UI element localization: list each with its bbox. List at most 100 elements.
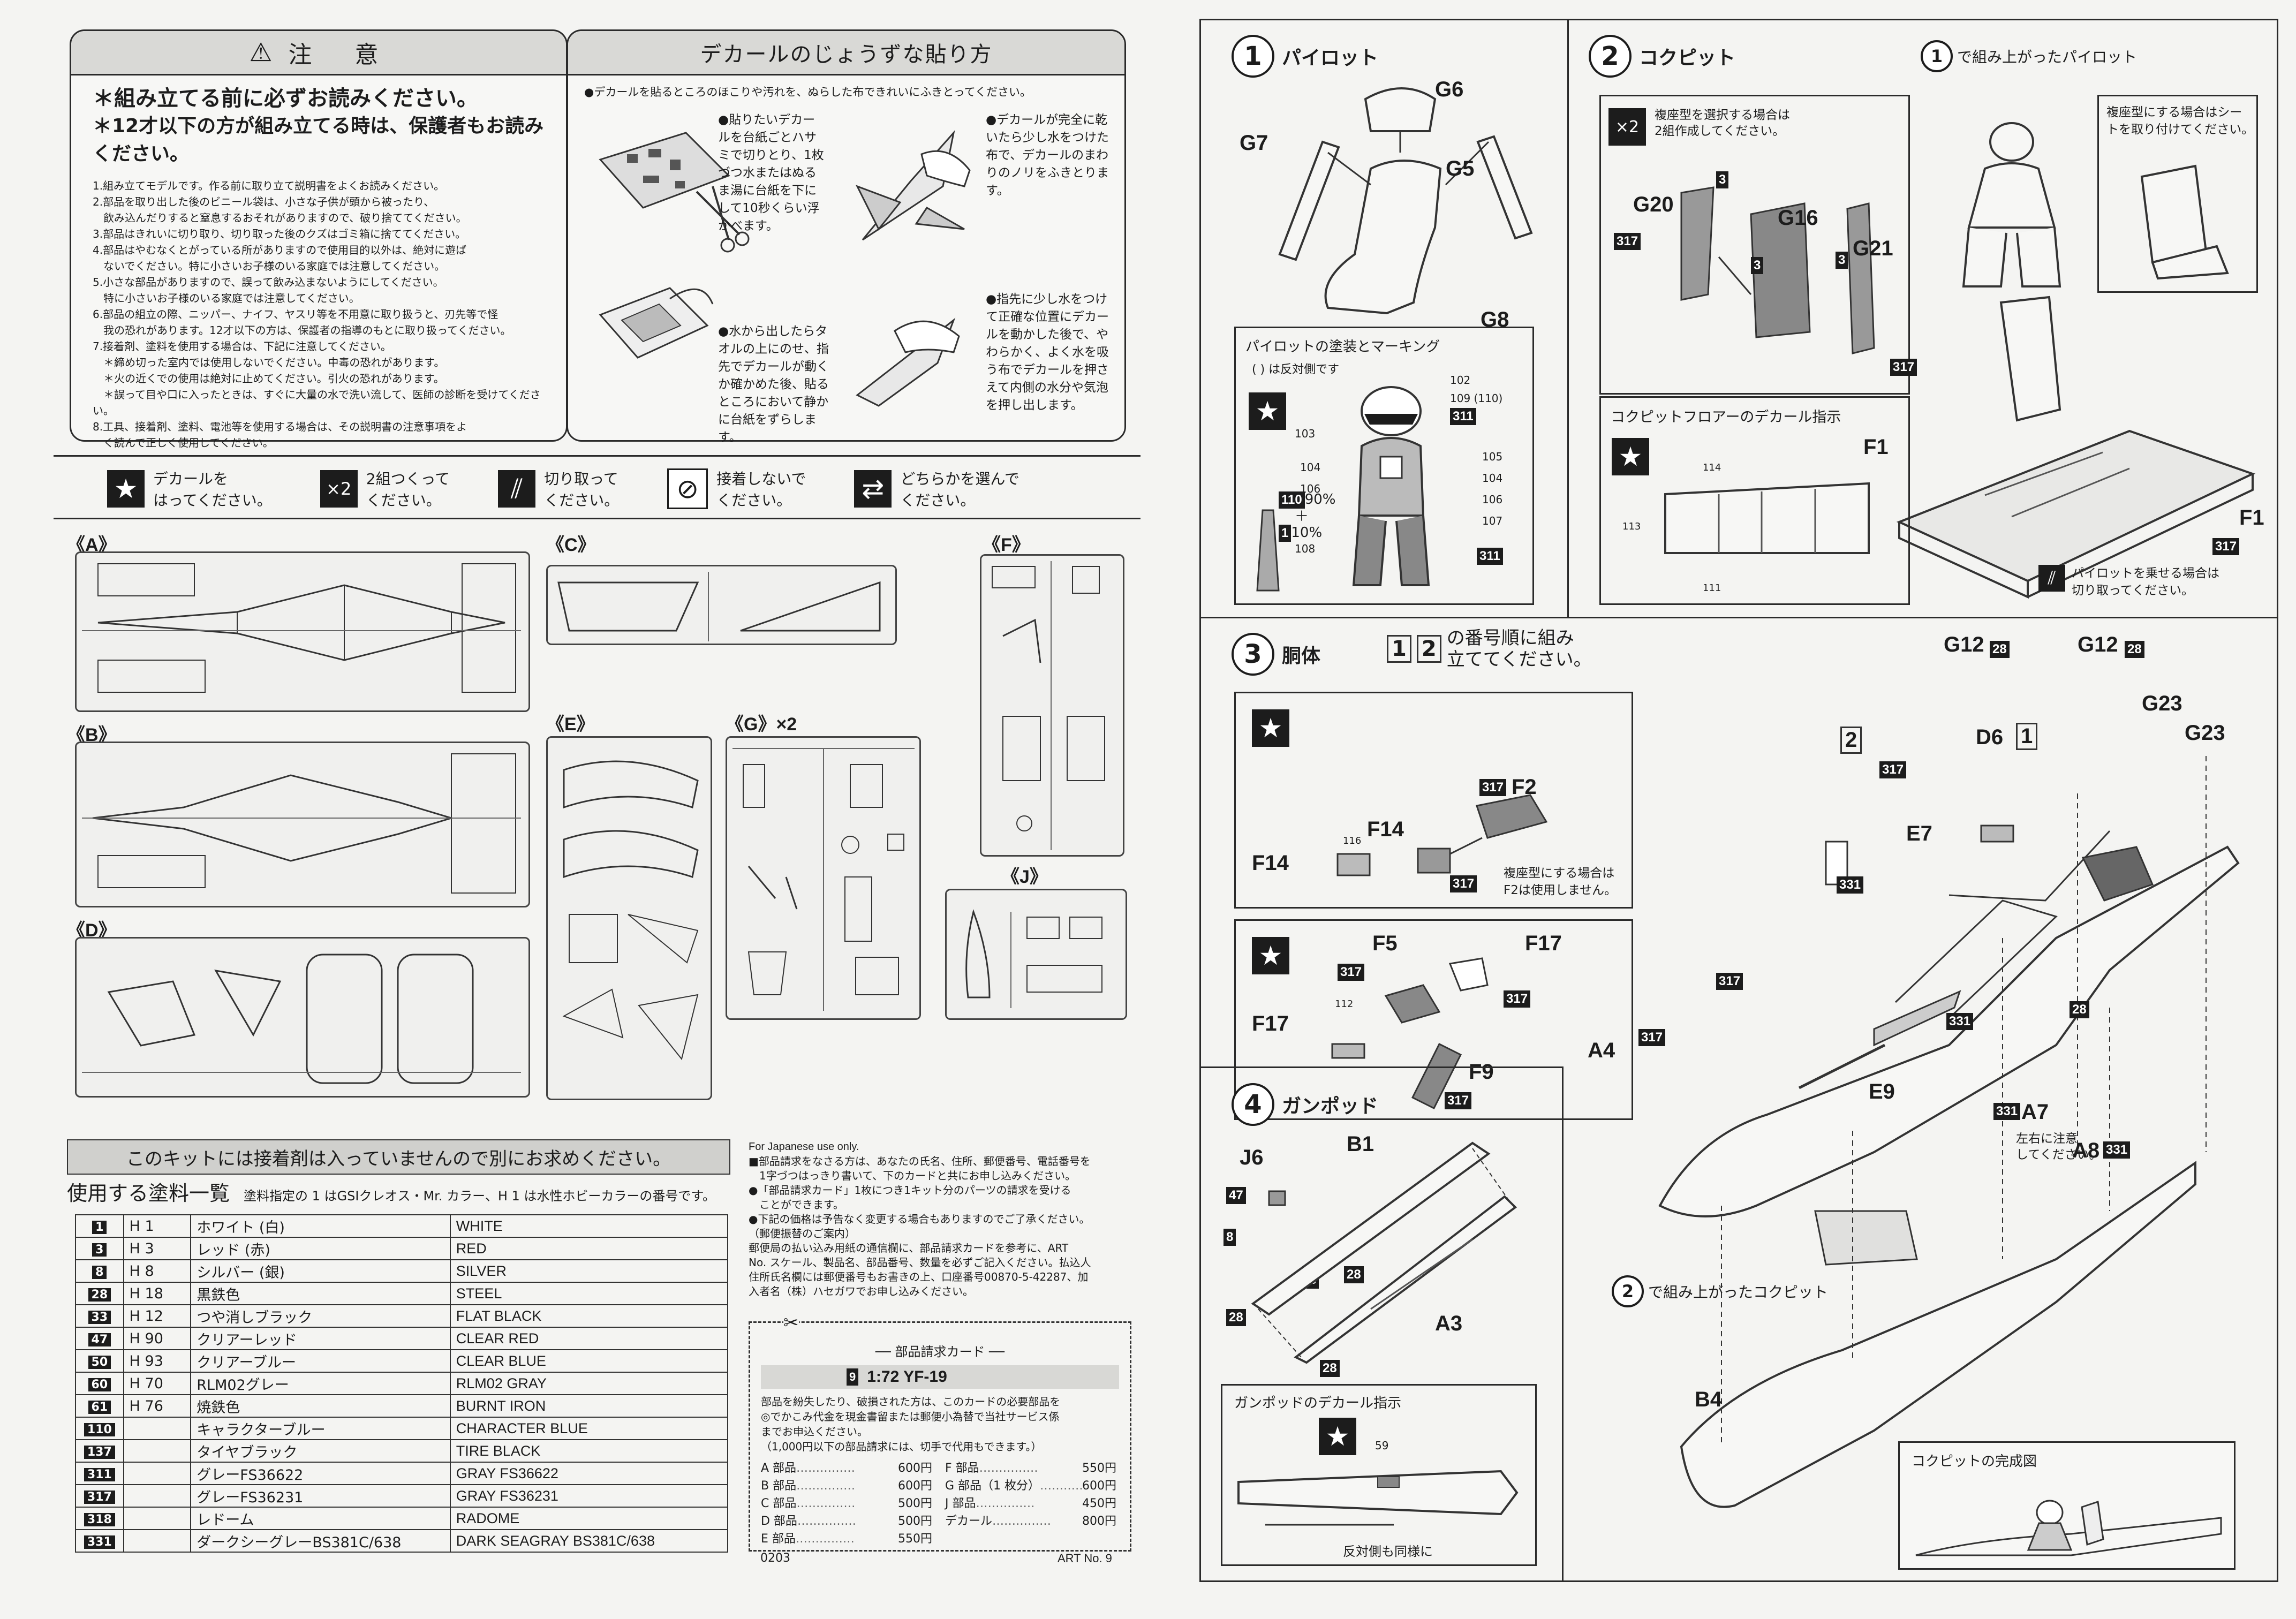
- order-heading: For Japanese use only.: [749, 1141, 859, 1153]
- card-number: 9: [847, 1368, 859, 1386]
- order-text-line: （郵便振替のご案内）: [749, 1227, 856, 1240]
- seat-note-box: 複座型にする場合はシー トを取り付けてください。: [2097, 95, 2258, 293]
- cut-note: パイロットを乗せる場合は 切り取ってください。: [2072, 566, 2219, 597]
- price-value: 600円: [1082, 1479, 1116, 1493]
- price-leader: ……………: [976, 1497, 1035, 1510]
- paint-name-en: CHARACTER BLUE: [449, 1417, 729, 1440]
- caution-body-line: く読んで正しく使用してください。: [93, 436, 274, 449]
- floor-decal-title: コクピットフロアーのデカール指示: [1611, 409, 1841, 426]
- mix-paint-a-pct: 90%: [1304, 491, 1336, 508]
- part-F14-b: F14: [1367, 818, 1404, 841]
- caution-body-line: 8.工具、接着剤、塗料、電池等を使用する場合は、その説明書の注意事項をよ: [93, 420, 467, 433]
- price-value: 450円: [1082, 1497, 1116, 1510]
- jet-decal-hand-illustration: [855, 130, 971, 241]
- part-A8: A8: [2072, 1139, 2100, 1162]
- decal-102: 102: [1450, 374, 1471, 387]
- paint-name-en: SILVER: [449, 1259, 729, 1283]
- left-right-note: 左右に注意 してください。: [2016, 1132, 2102, 1162]
- gunpod-illustration: [1251, 1141, 1517, 1364]
- x2-icon: ×2: [320, 470, 358, 508]
- caution-body-line: 飲み込んだりすると窒息するおそれがありますので、破り捨ててください。: [93, 211, 467, 224]
- floor-decal-box: コクピットフロアーのデカール指示 ★ F1 114 113 111: [1599, 396, 1910, 605]
- price-row: デカール……………800円: [945, 1512, 1116, 1530]
- paint-code: 61: [88, 1400, 111, 1414]
- paint-hobby-code: H 18: [123, 1282, 192, 1305]
- price-label: デカール: [945, 1515, 993, 1528]
- price-row: D 部品……………500円: [761, 1512, 932, 1530]
- part-G21: G21: [1853, 237, 1893, 260]
- mix-paint-b: 1: [1279, 525, 1292, 542]
- price-leader: ……………: [979, 1462, 1038, 1475]
- runner-b-parts: [82, 753, 521, 894]
- paint-name-en: RLM02 GRAY: [449, 1372, 729, 1395]
- art-number: ART No. 9: [1058, 1552, 1112, 1565]
- runner-b: [75, 742, 530, 907]
- runner-c-label: 《C》: [546, 535, 596, 555]
- floor-decal-illustration: [1664, 482, 1870, 554]
- paint-317-a: 317: [1614, 233, 1641, 250]
- paint-code: 47: [88, 1333, 111, 1346]
- paint-name-jp: クリアーブルー: [190, 1349, 451, 1373]
- paint-331-a: 331: [1837, 876, 1864, 894]
- paint-331-b: 331: [1946, 1013, 1974, 1030]
- paint-hobby-code: [123, 1417, 192, 1440]
- step4-title: ガンポッド: [1282, 1095, 1379, 1117]
- price-leader: ……………: [796, 1497, 856, 1510]
- glue-notice: このキットには接着剤は入っていませんので別にお求めください。: [67, 1139, 730, 1175]
- rear-seat-illustration: [2140, 164, 2229, 280]
- paint-code: 311: [84, 1467, 115, 1481]
- card-text-line: ◎でかこみ代金を現金書留または郵便小為替で当社サービス係: [761, 1410, 1060, 1423]
- paint-name-jp: レッド (赤): [190, 1237, 451, 1260]
- paint-name-en: FLAT BLACK: [449, 1304, 729, 1328]
- paint-28-a: 28: [1990, 641, 2010, 658]
- paint-3-c: 3: [1836, 252, 1848, 269]
- seat-parts-illustration: [1680, 186, 1875, 354]
- callout-2: 2: [1840, 727, 1862, 754]
- paint-name-jp: ホワイト (白): [190, 1214, 451, 1238]
- decal-105: 105: [1482, 450, 1503, 463]
- paint-8-a: 8: [1223, 1229, 1236, 1246]
- step4-panel: 4 ガンポッド J6 B1 A3 47 8 8 28 28 28 ガンポッドのデ…: [1199, 1066, 1564, 1582]
- paint-hobby-code: H 12: [123, 1304, 192, 1328]
- card-text-line: （1,000円以下の部品請求には、切手で代用もできます。）: [761, 1440, 1042, 1453]
- paint-331-d: 331: [2103, 1141, 2131, 1159]
- paint-name-en: BURNT IRON: [449, 1394, 729, 1418]
- caution-title: 注 意: [288, 41, 388, 69]
- paint-name-jp: タイヤブラック: [190, 1439, 451, 1463]
- paint-28-b: 28: [2125, 641, 2144, 658]
- price-row: E 部品……………550円: [761, 1530, 932, 1548]
- part-G6: G6: [1435, 78, 1464, 101]
- paint-311: 311: [1450, 408, 1476, 425]
- decal-104-b: 104: [1482, 472, 1503, 485]
- part-G5: G5: [1446, 157, 1475, 180]
- paint-code: 1: [92, 1220, 107, 1234]
- price-leader: ……………: [797, 1515, 856, 1528]
- paint-name-jp: つや消しブラック: [190, 1304, 451, 1328]
- step1-panel: 1 パイロット G6 G7 G5 G8 パイロットの塗装とマーキング ( ) は…: [1199, 19, 1569, 618]
- paint-317-f: 317: [1638, 1029, 1666, 1046]
- paint-name-en: DARK SEAGRAY BS381C/638: [449, 1529, 729, 1553]
- paint-code: 50: [88, 1355, 111, 1369]
- runner-d-parts: [82, 954, 521, 1084]
- step1-number: 1: [1232, 35, 1274, 78]
- paint-name-en: TIRE BLACK: [449, 1439, 729, 1463]
- price-row: J 部品……………450円: [945, 1495, 1116, 1512]
- paint-317-f2: 317: [1479, 779, 1507, 796]
- order-text: ■部品請求をなさる方は、あなたの氏名、住所、郵便番号、電話番号を 1字づつはっき…: [749, 1154, 1134, 1299]
- paint-code: 28: [88, 1288, 111, 1302]
- card-text-line: までお申込ください。: [761, 1425, 868, 1438]
- pilot-parts-illustration: [1278, 87, 1533, 315]
- paint-317-f9: 317: [1445, 1092, 1472, 1109]
- order-section: For Japanese use only. ■部品請求をなさる方は、あなたの氏…: [749, 1139, 1134, 1299]
- paint-317-e: 317: [1716, 973, 1743, 990]
- runner-g: [726, 736, 921, 1020]
- paint-name-jp: 焼鉄色: [190, 1394, 451, 1418]
- pilot-figure-illustration: [1352, 386, 1430, 586]
